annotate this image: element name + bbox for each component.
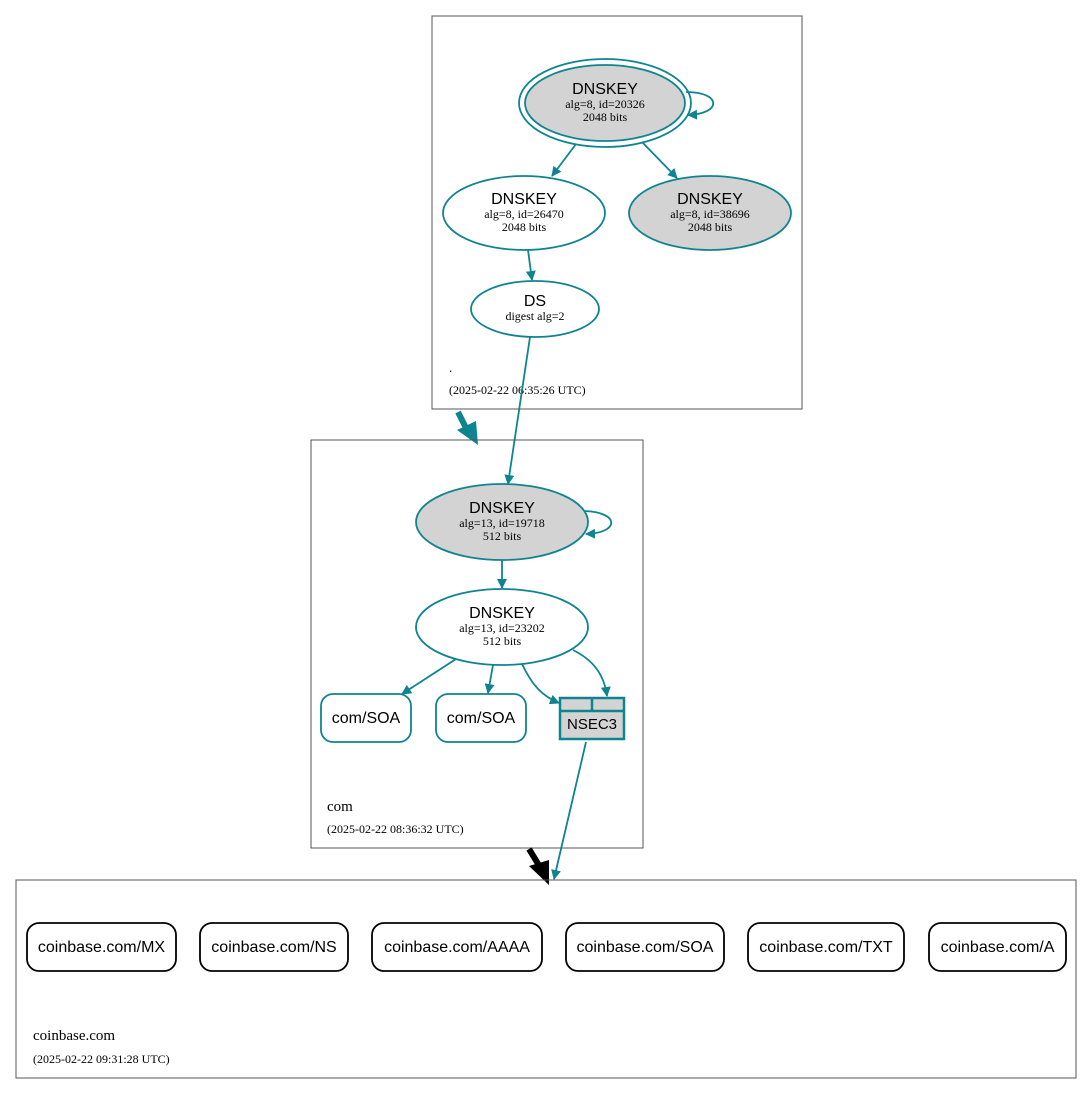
com-zsk-node: DNSKEY alg=13, id=23202 512 bits (415, 588, 589, 666)
coinbase-record-label-a: coinbase.com/A (941, 939, 1055, 956)
root-standby-alg: alg=8, id=38696 (670, 207, 750, 221)
root-ksk-bits: 2048 bits (583, 110, 628, 124)
coinbase-record-label-mx: coinbase.com/MX (38, 939, 165, 956)
com-soa-node-2: com/SOA (435, 693, 527, 743)
delegation-root-to-com-arrowhead (457, 421, 478, 445)
coinbase-record-label-ns: coinbase.com/NS (211, 939, 336, 956)
edge-ds-to-com-ksk (504, 336, 531, 485)
com-zsk-alg: alg=13, id=23202 (459, 621, 545, 635)
com-ksk-title: DNSKEY (469, 500, 535, 517)
edge-root-zsk-to-ds (525, 249, 536, 281)
coinbase-record-mx: coinbase.com/MX (26, 922, 177, 972)
root-ds-title: DS (524, 293, 546, 310)
root-ds-node: DS digest alg=2 (470, 280, 600, 338)
coinbase-records-group: coinbase.com/MX coinbase.com/NS coinbase.c… (26, 922, 1067, 972)
com-zone-name: com (327, 799, 353, 815)
coinbase-record-label-txt: coinbase.com/TXT (759, 939, 893, 956)
edge-com-zsk-to-soa-2 (484, 664, 495, 694)
coinbase-zone-box (15, 879, 1077, 1079)
coinbase-record-aaaa: coinbase.com/AAAA (371, 922, 543, 972)
com-ksk-bits: 512 bits (483, 529, 522, 543)
com-nsec3-node: NSEC3 (558, 696, 626, 741)
com-zone-timestamp: (2025-02-22 08:36:32 UTC) (327, 822, 464, 836)
edge-com-zsk-to-soa-1 (401, 658, 457, 695)
coinbase-zone-timestamp: (2025-02-22 09:31:28 UTC) (33, 1052, 170, 1066)
coinbase-record-txt: coinbase.com/TXT (747, 922, 905, 972)
edge-root-ksk-to-zsk (551, 143, 577, 177)
com-zone-box (310, 439, 644, 849)
root-ksk-alg: alg=8, id=20326 (565, 97, 645, 111)
root-standby-title: DNSKEY (677, 191, 743, 208)
delegation-com-to-coinbase-arrowhead (529, 860, 549, 885)
com-nsec3-label: NSEC3 (567, 716, 617, 733)
coinbase-record-label-soa: coinbase.com/SOA (577, 939, 714, 956)
coinbase-record-a: coinbase.com/A (928, 922, 1067, 972)
edge-nsec3-to-coinbase (551, 741, 587, 880)
root-standby-key-node: DNSKEY alg=8, id=38696 2048 bits (628, 175, 792, 251)
root-ksk-self-loop (685, 91, 715, 120)
coinbase-record-ns: coinbase.com/NS (199, 922, 349, 972)
com-soa-label-1: com/SOA (332, 710, 401, 727)
root-zone-name: . (449, 360, 452, 375)
root-ksk-node: DNSKEY alg=8, id=20326 2048 bits (518, 58, 692, 148)
root-zsk-bits: 2048 bits (502, 220, 547, 234)
edge-com-zsk-to-nsec3-a (521, 663, 560, 705)
root-standby-bits: 2048 bits (688, 220, 733, 234)
com-zsk-title: DNSKEY (469, 605, 535, 622)
edge-root-ksk-to-standby (641, 141, 678, 179)
root-zsk-node: DNSKEY alg=8, id=26470 2048 bits (442, 175, 606, 251)
coinbase-zone-name: coinbase.com (33, 1028, 115, 1044)
coinbase-record-soa: coinbase.com/SOA (565, 922, 725, 972)
root-zsk-alg: alg=8, id=26470 (484, 207, 564, 221)
edge-com-zsk-to-nsec3-b (572, 649, 611, 697)
com-ksk-self-loop (583, 510, 613, 539)
com-soa-node-1: com/SOA (320, 693, 412, 743)
coinbase-record-label-aaaa: coinbase.com/AAAA (384, 939, 530, 956)
root-ds-digest: digest alg=2 (505, 309, 564, 323)
root-zsk-title: DNSKEY (491, 191, 557, 208)
com-ksk-alg: alg=13, id=19718 (459, 516, 545, 530)
root-zone-timestamp: (2025-02-22 06:35:26 UTC) (449, 383, 586, 397)
com-soa-label-2: com/SOA (447, 710, 516, 727)
root-ksk-title: DNSKEY (572, 81, 638, 98)
root-zone-box (431, 15, 803, 410)
com-ksk-node: DNSKEY alg=13, id=19718 512 bits (415, 483, 589, 561)
com-zsk-bits: 512 bits (483, 634, 522, 648)
